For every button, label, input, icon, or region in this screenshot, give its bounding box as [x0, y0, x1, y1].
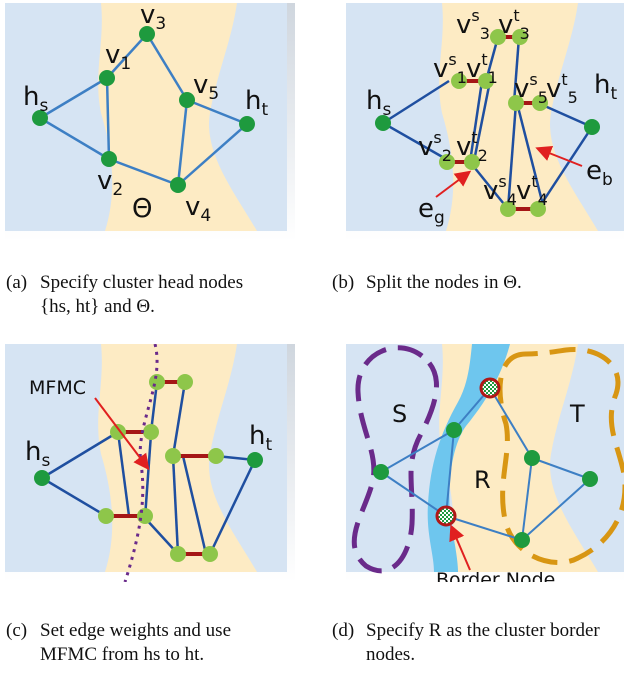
label-v1: v1: [105, 40, 131, 74]
node-t3: [514, 532, 530, 548]
panel-b: hs ht vs3 vt3 vs1 vt1 vs5 vt5 vs2 vt2 vs…: [346, 3, 624, 241]
node-ht: [239, 116, 255, 132]
caption-c-label: (c): [6, 620, 28, 641]
label-S: S: [392, 400, 407, 428]
label-v3t: vt3: [498, 6, 530, 43]
label-hs: hs: [25, 437, 50, 471]
arrow-mfmc: [94, 397, 150, 471]
label-v1s: vs1: [433, 50, 467, 87]
node-v2s: [439, 154, 455, 170]
caption-a: (a) Specify cluster head nodes {hs, ht} an…: [6, 271, 243, 317]
label-ht: ht: [245, 86, 268, 120]
node-v3: [139, 26, 155, 42]
label-eb: eb: [586, 156, 613, 190]
label-mfmc: MFMC: [29, 377, 86, 399]
caption-b: (b) Split the nodes in Θ.: [332, 271, 522, 295]
edge-v5-v4: [176, 99, 189, 186]
label-v3s: vs3: [456, 6, 490, 43]
label-eg: eg: [418, 194, 445, 228]
node-v1: [99, 70, 115, 86]
caption-b-label: (b): [332, 272, 355, 293]
node-v3s: [490, 29, 506, 45]
node-v3t: [512, 29, 528, 45]
label-T: T: [569, 400, 585, 428]
edge-v3-v5: [145, 33, 189, 101]
edge-v5-ht: [186, 98, 248, 126]
panel-a-diagram: hs v1 v2 v3 v4 v5 ht Θ: [5, 3, 295, 241]
node-hs: [32, 110, 48, 126]
arrow-eb: [535, 145, 583, 167]
node-hs: [375, 115, 391, 131]
caption-c-line2: MFMC from hs to ht.: [40, 644, 205, 665]
label-ht: ht: [249, 421, 272, 455]
label-v2s: vs2: [418, 128, 452, 165]
node-t1: [524, 450, 540, 466]
label-v5s: vs5: [514, 70, 548, 107]
edge-hs-v2: [39, 116, 110, 161]
panel-c-diagram: hs ht MFMC: [5, 344, 295, 582]
label-v1t: vt1: [466, 50, 498, 87]
caption-b-line1: Split the nodes in Θ.: [366, 272, 522, 293]
label-v2t: vt2: [456, 128, 488, 165]
caption-d-label: (d): [332, 620, 355, 641]
node-v2: [101, 151, 117, 167]
node-t2: [582, 471, 598, 487]
panel-d: S T R Border Node: [346, 344, 624, 582]
node-v4: [170, 177, 186, 193]
theta-region: [98, 3, 257, 231]
node-v5t: [532, 95, 548, 111]
node-v4s: [500, 201, 516, 217]
caption-c-line1: Set edge weights and use: [40, 620, 232, 641]
label-v4t: vt4: [516, 172, 548, 209]
node-s2: [373, 464, 389, 480]
edge-hs-v1: [39, 76, 108, 120]
panel-d-diagram: S T R Border Node: [346, 344, 624, 582]
node-v4t: [530, 201, 546, 217]
label-v4: v4: [185, 192, 211, 226]
label-border-node: Border Node: [436, 569, 555, 582]
border-node-top: [479, 377, 501, 399]
label-R: R: [474, 466, 491, 494]
node-v5s: [508, 95, 524, 111]
edge-v4-ht: [177, 123, 248, 186]
node-v5: [179, 92, 195, 108]
panel-b-diagram: hs ht vs3 vt3 vs1 vt1 vs5 vt5 vs2 vt2 vs…: [346, 3, 624, 241]
panel-a: hs v1 v2 v3 v4 v5 ht Θ: [5, 3, 295, 241]
region-T: [497, 346, 624, 566]
label-v5t: vt5: [546, 70, 578, 107]
caption-d-line1: Specify R as the cluster border: [366, 620, 600, 641]
node-ht: [247, 452, 263, 468]
node-hs: [34, 470, 50, 486]
node-v1s: [451, 73, 467, 89]
caption-d: (d) Specify R as the cluster border nodes.: [332, 619, 600, 665]
label-hs: hs: [23, 82, 48, 116]
edge-v1-v2: [105, 77, 111, 160]
border-node-bottom: [435, 505, 457, 527]
caption-a-label: (a): [6, 272, 28, 293]
label-v3: v3: [140, 3, 166, 34]
edge-v1-v3: [106, 33, 148, 79]
node-ht: [584, 119, 600, 135]
caption-a-line2: {hs, ht} and Θ.: [40, 296, 155, 317]
edge-v2-v4: [108, 157, 179, 187]
caption-d-line2: nodes.: [366, 644, 416, 665]
label-hs: hs: [366, 86, 391, 120]
region-S: [351, 345, 439, 574]
caption-a-line1: Specify cluster head nodes: [40, 272, 244, 293]
label-v4s: vs4: [483, 172, 517, 209]
arrow-border-node: [449, 524, 471, 571]
label-v5: v5: [193, 70, 219, 104]
panel-c: hs ht MFMC: [5, 344, 295, 582]
node-v2t: [464, 154, 480, 170]
node-s1: [446, 422, 462, 438]
label-ht: ht: [594, 70, 617, 104]
label-v2: v2: [97, 166, 123, 200]
arrow-eg: [435, 170, 472, 198]
label-theta: Θ: [132, 194, 152, 224]
node-v1t: [478, 73, 494, 89]
